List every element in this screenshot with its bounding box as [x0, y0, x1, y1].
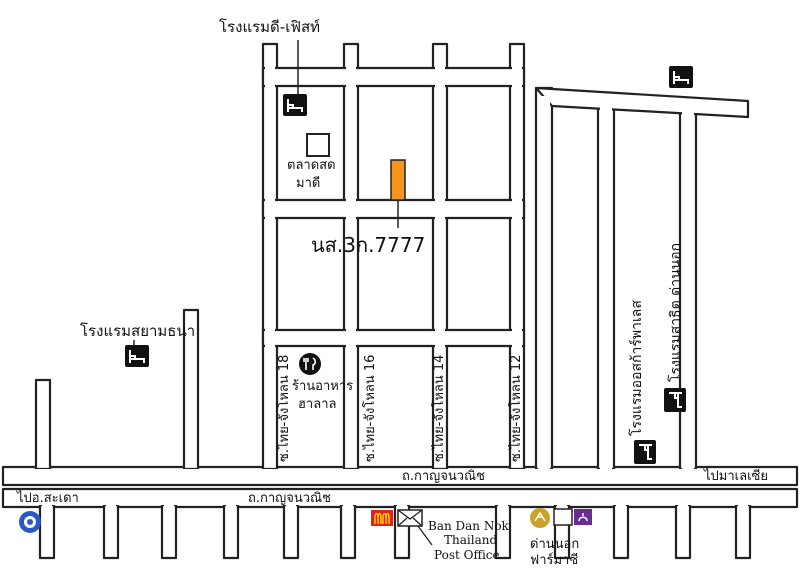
parking-spot — [390, 159, 406, 201]
stub-left-1 — [34, 378, 52, 471]
hotel-icon-d-first — [283, 94, 307, 116]
label-pharmacy-line2: ฟาร์มาซี — [530, 553, 579, 568]
label-plate: นส.3ก.7777 — [311, 233, 426, 257]
label-to-malaysia: ไปมาเลเซีย — [704, 469, 768, 484]
mcdonalds-icon — [371, 510, 393, 526]
label-road-lower: ถ.กาญจนวณิช — [248, 491, 331, 506]
label-restaurant-line2: ฮาลาล — [298, 397, 337, 412]
label-soi-18: ซ.ไทย-จังโหลน 18 — [277, 354, 292, 462]
label-soi-14: ซ.ไทย-จังโหลน 14 — [432, 354, 447, 462]
bank-gold-icon — [530, 508, 550, 528]
post-envelope-icon — [397, 509, 423, 527]
label-hotel-sathit: โรงแรมสาธิต ด่านนอก — [668, 242, 684, 382]
label-hotel-d-first: โรงแรมดี-เฟิสท์ — [219, 18, 320, 36]
hotel-icon-os-palace — [634, 440, 656, 464]
hotel-icon-sathit — [664, 388, 686, 412]
bank-purple-icon — [574, 509, 592, 525]
market-square — [306, 133, 330, 157]
label-soi-12: ซ.ไทย-จังโหลน 12 — [509, 354, 524, 462]
label-hotel-os-palace: โรงแรมออสก้าร์พาเลส — [629, 300, 645, 436]
label-hotel-siam-thana: โรงแรมสยามธนา — [80, 322, 196, 340]
police-badge-icon — [19, 511, 41, 533]
label-market-line1: ตลาดสด — [287, 158, 336, 173]
label-post-line2: Thailand — [444, 533, 498, 547]
label-market-line2: มาดี — [296, 176, 321, 191]
hotel-icon-siam-thana — [125, 345, 149, 367]
restaurant-icon — [299, 353, 321, 375]
label-pharmacy-line1: ด่านนอก — [530, 537, 580, 552]
pharmacy-box-icon — [553, 508, 573, 526]
road-r-h — [534, 86, 750, 119]
label-road-upper: ถ.กาญจนวณิช — [402, 469, 485, 484]
label-soi-16: ซ.ไทย-จังโหลน 16 — [363, 354, 378, 462]
post-office-leader — [417, 525, 433, 546]
label-restaurant-line1: ร้านอาหาร — [292, 379, 354, 394]
hotel-icon-top-right — [669, 66, 693, 88]
lower-stubs — [38, 503, 752, 560]
label-to-sadao: ไปอ.สะเดา — [17, 491, 79, 506]
label-post-line1: Ban Dan Nok — [428, 519, 509, 533]
label-post-line3: Post Office — [434, 548, 500, 562]
